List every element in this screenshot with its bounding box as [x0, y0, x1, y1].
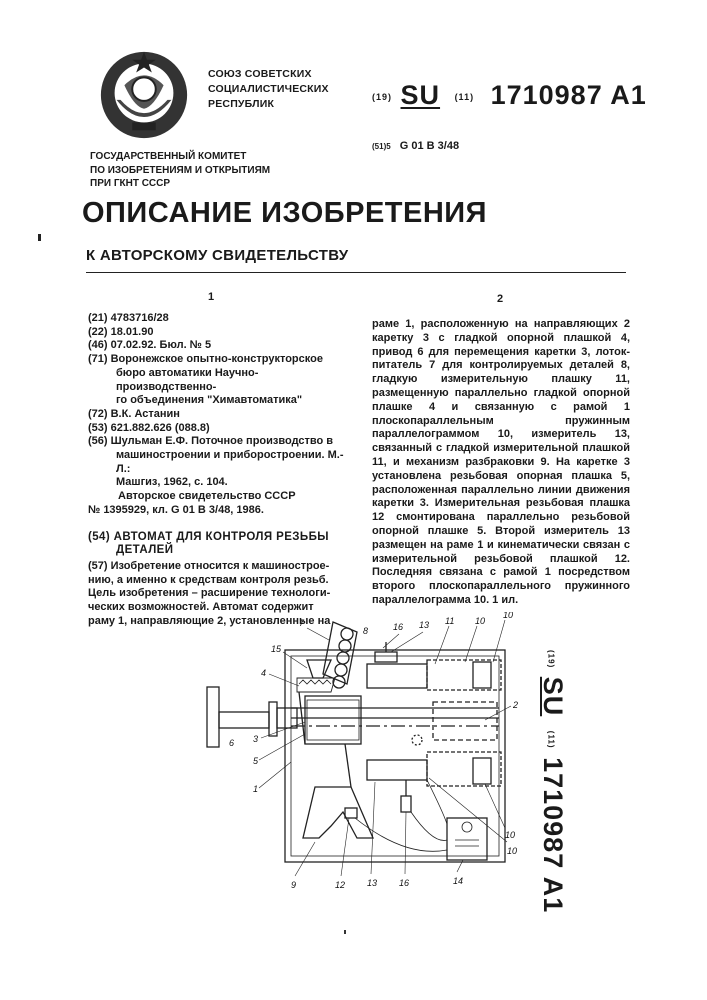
- figure-label-15: 15: [271, 644, 282, 654]
- union-line: СОЦИАЛИСТИЧЕСКИХ: [208, 82, 329, 97]
- biblio-line: (56) Шульман Е.Ф. Поточное производство …: [88, 435, 350, 449]
- figure-label-9: 9: [291, 880, 296, 890]
- country-code: SU: [401, 80, 441, 110]
- column-2: раме 1, расположенную на направляющих 2 …: [372, 318, 630, 608]
- abstract-continuation: раме 1, расположенную на направляющих 2 …: [372, 318, 630, 608]
- union-line: СОЮЗ СОВЕТСКИХ: [208, 67, 329, 82]
- side-tag-19: (19): [547, 650, 556, 668]
- committee-line: ПРИ ГКНТ СССР: [90, 177, 270, 191]
- biblio-line: бюро автоматики Научно-производственно-: [88, 367, 350, 394]
- biblio-line: (46) 07.02.92. Бюл. № 5: [88, 339, 350, 353]
- frame: [285, 650, 505, 862]
- abstract-line: (57) Изобретение относится к машинострое…: [88, 560, 350, 574]
- column-number-1: 1: [208, 291, 214, 303]
- device-drawing: 7 8 16 13 11 10 10 15 4 6 3 5 1 2 10 10 …: [195, 612, 540, 902]
- column-number-2: 2: [497, 293, 503, 305]
- figure-label-7: 7: [299, 618, 305, 628]
- abstract-line: нию, а именно к средствам контроля резьб…: [88, 574, 350, 588]
- biblio-line: машиностроении и приборостроении. М.-Л.:: [88, 449, 350, 476]
- pub-tag-19: (19): [372, 92, 392, 102]
- committee: ГОСУДАРСТВЕННЫЙ КОМИТЕТ ПО ИЗОБРЕТЕНИЯМ …: [90, 150, 270, 191]
- committee-line: ПО ИЗОБРЕТЕНИЯМ И ОТКРЫТИЯМ: [90, 164, 270, 178]
- figure-label-5: 5: [253, 756, 259, 766]
- figure-label-8: 8: [363, 626, 368, 636]
- union-line: РЕСПУБЛИК: [208, 97, 329, 112]
- figure-label-1: 1: [253, 784, 258, 794]
- figure-label-14: 14: [453, 876, 463, 886]
- figure-label-10: 10: [503, 612, 513, 620]
- document-subtitle: К АВТОРСКОМУ СВИДЕТЕЛЬСТВУ: [86, 247, 348, 264]
- figure-label-3: 3: [253, 734, 258, 744]
- figure-label-10: 10: [507, 846, 517, 856]
- scan-speck: [344, 930, 346, 934]
- ipc-class: G 01 B 3/48: [400, 140, 459, 152]
- committee-line: ГОСУДАРСТВЕННЫЙ КОМИТЕТ: [90, 150, 270, 164]
- figure-label-6: 6: [229, 738, 234, 748]
- pub-tag-11: (11): [455, 92, 475, 102]
- biblio-line: Машгиз, 1962, с. 104.: [88, 476, 350, 490]
- union-name: СОЮЗ СОВЕТСКИХ СОЦИАЛИСТИЧЕСКИХ РЕСПУБЛИ…: [208, 67, 329, 112]
- figure-label-16: 16: [393, 622, 403, 632]
- ipc-tag: (51)5: [372, 142, 391, 151]
- biblio-line: (21) 4783716/28: [88, 312, 350, 326]
- biblio-line: го объединения "Химавтоматика": [88, 394, 350, 408]
- figure-label-16: 16: [399, 878, 409, 888]
- biblio-line: (72) В.К. Астанин: [88, 408, 350, 422]
- side-kind-code: A1: [538, 877, 568, 914]
- figure-label-4: 4: [261, 668, 266, 678]
- invention-title: ДЕТАЛЕЙ: [88, 544, 350, 558]
- figure-label-10: 10: [475, 616, 485, 626]
- kind-code: A1: [610, 80, 647, 110]
- figure-label-2: 2: [512, 700, 518, 710]
- figure-label-10: 10: [505, 830, 515, 840]
- column-1: (21) 4783716/28 (22) 18.01.90 (46) 07.02…: [88, 312, 350, 628]
- patent-number: 1710987: [491, 80, 603, 110]
- biblio-line: (53) 621.882.626 (088.8): [88, 422, 350, 436]
- figure-label-13: 13: [419, 620, 429, 630]
- title-divider: [86, 272, 626, 273]
- figure-label-13: 13: [367, 878, 377, 888]
- document-title: ОПИСАНИЕ ИЗОБРЕТЕНИЯ: [82, 197, 487, 230]
- side-tag-11: (11): [547, 731, 556, 749]
- biblio-line: № 1395929, кл. G 01 B 3/48, 1986.: [88, 504, 350, 518]
- side-country-code: SU: [538, 677, 568, 717]
- ussr-emblem-icon: [95, 46, 193, 144]
- biblio-line: (22) 18.01.90: [88, 326, 350, 340]
- ipc-classification: (51)5 G 01 B 3/48: [372, 140, 459, 152]
- biblio-line: (71) Воронежское опытно-конструкторское: [88, 353, 350, 367]
- invention-title: (54) АВТОМАТ ДЛЯ КОНТРОЛЯ РЕЗЬБЫ: [88, 531, 350, 545]
- publication-number: (19) SU (11) 1710987 A1: [372, 80, 647, 111]
- figure-label-12: 12: [335, 880, 345, 890]
- abstract-line: Цель изобретения – расширение технологи-: [88, 587, 350, 601]
- side-patent-number: 1710987: [538, 757, 568, 869]
- margin-mark: [38, 234, 41, 241]
- biblio-line: Авторское свидетельство СССР: [88, 490, 350, 504]
- figure-label-11: 11: [445, 616, 454, 626]
